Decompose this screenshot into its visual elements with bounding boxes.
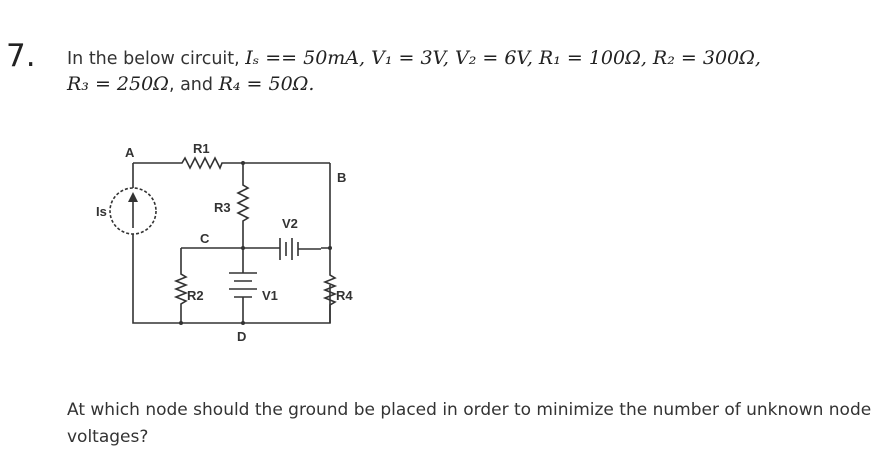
battery-v2: [279, 238, 321, 260]
question-line-1: In the below circuit, Iₛ == 50mA, V₁ = 3…: [67, 47, 761, 69]
wire-left: [132, 163, 331, 324]
arrow-up-icon: [128, 192, 138, 202]
and-text: , and: [168, 75, 219, 95]
question-line-2: R₃ = 250Ω, and R₄ = 50Ω.: [67, 73, 314, 95]
node-a-label: A: [125, 145, 135, 160]
resistor-r2: [173, 248, 189, 323]
r2-label: R2: [187, 288, 204, 303]
node-d-label: D: [237, 329, 246, 344]
r4-value: R₄ = 50Ω.: [218, 73, 315, 95]
resistor-r4: [322, 248, 338, 323]
battery-v1: [229, 248, 257, 323]
junction-dots: [179, 161, 332, 325]
node-b-label: B: [337, 170, 346, 185]
resistor-r1: [133, 156, 330, 170]
is-label: Is: [96, 204, 107, 219]
resistor-r3: [236, 163, 250, 248]
v1-label: V1: [262, 288, 278, 303]
current-source-is: [109, 187, 157, 235]
r3-label: R3: [214, 200, 231, 215]
question-intro: In the below circuit,: [67, 49, 246, 69]
v2-label: V2: [282, 216, 298, 231]
node-c-label: C: [200, 231, 210, 246]
r3-value: R₃ = 250Ω: [67, 73, 169, 95]
question-number: 7.: [6, 38, 36, 74]
given-values: Iₛ == 50mA, V₁ = 3V, V₂ = 6V, R₁ = 100Ω,…: [245, 47, 761, 69]
r4-label: R4: [336, 288, 353, 303]
r1-label: R1: [193, 141, 210, 156]
question-prompt: At which node should the ground be place…: [67, 400, 872, 447]
